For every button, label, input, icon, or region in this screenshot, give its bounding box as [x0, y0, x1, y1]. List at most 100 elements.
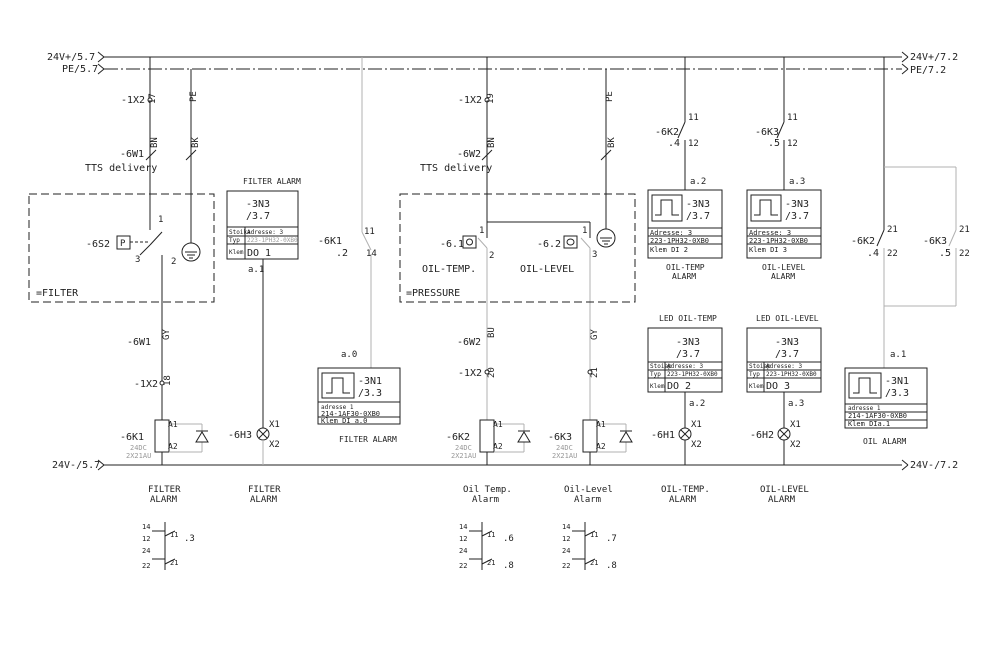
filter-cable-label: -6W1 — [120, 149, 144, 160]
filter-alarm-di-r3: Klem DI a.0 — [321, 417, 367, 425]
lamp-h3-icon — [256, 420, 270, 465]
coil-k2-spec1: 24DC — [455, 444, 472, 452]
contact-k2-right-n22: 22 — [887, 249, 898, 259]
filter-term-low-label: -1X2 — [134, 379, 158, 390]
lamp-h2-x1: X1 — [790, 420, 801, 430]
oiltemp-di-ref2: /3.7 — [686, 211, 710, 222]
filter-alarm-di-ref2: /3.3 — [358, 388, 382, 399]
contact-k2-top-n12: 12 — [688, 139, 699, 149]
filter-alarm-do-r3b: DO 1 — [247, 248, 271, 259]
pressure-cable-low-label: -6W2 — [457, 337, 481, 348]
xref-k3-n12: 12 — [562, 535, 570, 543]
pressure-terminal-label: -1X2 — [458, 95, 482, 106]
contact-k3-right-n21: 21 — [959, 225, 970, 235]
relay-coil-k2 — [479, 419, 531, 465]
coil-k3-a1: A1 — [596, 420, 606, 429]
coil-k2-label: -6K2 — [446, 432, 470, 443]
filter-terminal-label: -1X2 — [121, 95, 145, 106]
bottom-label-6b: ALARM — [768, 495, 796, 505]
pressure-bu-label: BU — [487, 327, 497, 338]
rail-pe-right-label: PE/7.2 — [910, 65, 946, 76]
oillevel-di-pin: a.3 — [789, 177, 805, 187]
pressure-term-low-label: -1X2 — [458, 368, 482, 379]
bottom-label-1b: ALARM — [150, 495, 178, 505]
pressure-cable-label: -6W2 — [457, 149, 481, 160]
filter-alarm-do-r1b: Adresse: 3 — [247, 229, 284, 236]
xref-k2-n14: 14 — [459, 523, 467, 531]
rail-24v-minus-right-label: 24V-/7.2 — [910, 460, 958, 471]
oiltemp-di-caption2: ALARM — [672, 272, 696, 281]
oiltemp-di-pin: a.2 — [690, 177, 706, 187]
filter-alarm-do-pin: a.1 — [248, 265, 264, 275]
oillevel-di-caption2: ALARM — [771, 272, 795, 281]
bottom-label-5a: OIL-TEMP. — [661, 485, 710, 495]
pressure-pe-label: PE — [605, 91, 615, 102]
xref-k2-n11: 11 — [487, 531, 495, 539]
oil-alarm-di-r1: adresse 1 — [848, 405, 881, 412]
filter-alarm-do-r1a: Stoika — [229, 229, 251, 236]
contact-k3-right-label: -6K3 — [923, 236, 947, 247]
led-level-r3b: DO 3 — [766, 381, 790, 392]
xref-k2-n22: 22 — [459, 562, 467, 570]
contact-k1 — [361, 57, 372, 368]
rail-24v-plus: 24V+/5.7 24V+/7.2 — [47, 51, 958, 63]
pressure-t21: 21 — [590, 367, 600, 378]
pressure-oil-level: OIL-LEVEL — [520, 264, 574, 275]
contact-k2-top — [677, 57, 686, 190]
pressure-bn-label: BN — [487, 137, 497, 148]
led-level-ref: -3N3 — [775, 337, 799, 348]
contact-k3-top-label: -6K3 — [755, 127, 779, 138]
filter-alarm-do-r3a: Klem — [229, 249, 244, 256]
coil-k3-spec2: 2X21AU — [552, 452, 577, 460]
oillevel-di-box — [746, 189, 822, 259]
led-temp-pin: a.2 — [689, 399, 705, 409]
oil-alarm-di-box — [844, 367, 928, 429]
lamp-h1-x1: X1 — [691, 420, 702, 430]
coil-k3-a2: A2 — [596, 442, 606, 451]
oillevel-di-caption1: OIL-LEVEL — [762, 263, 806, 272]
oiltemp-di-r1: Adresse: 3 — [650, 229, 692, 237]
oil-alarm-di-caption: OIL ALARM — [863, 437, 907, 446]
xref-k3-n24: 24 — [562, 547, 570, 555]
oiltemp-di-r2: 223-1PH32-0XB0 — [650, 237, 709, 245]
pressure-area-label: =PRESSURE — [406, 288, 460, 299]
contact-k1-label: -6K1 — [318, 236, 342, 247]
oil-alarm-di-ref: -3N1 — [885, 376, 909, 387]
filter-alarm-di-box — [317, 367, 401, 425]
led-temp-title: LED OIL-TEMP — [659, 314, 717, 323]
led-temp-ref2: /3.7 — [676, 349, 700, 360]
lamp-h1-x2: X2 — [691, 440, 702, 450]
xref-k2-n24: 24 — [459, 547, 467, 555]
led-level-r3a: Klem — [749, 383, 764, 390]
xref-k1-ref1: .3 — [184, 534, 195, 544]
relay-coil-k3 — [582, 419, 633, 465]
rail-24v-plus-left-label: 24V+/5.7 — [47, 52, 95, 63]
contact-k3-top-ref: .5 — [768, 138, 780, 149]
contact-k3-top-n12: 12 — [787, 139, 798, 149]
coil-k3-label: -6K3 — [548, 432, 572, 443]
filter-alarm-do-box — [226, 190, 299, 420]
lamp-h2-label: -6H2 — [750, 430, 774, 441]
rail-pe-left-label: PE/5.7 — [62, 64, 98, 75]
bottom-label-4a: Oil-Level — [564, 485, 613, 495]
xref-k3-n11: 11 — [590, 531, 598, 539]
pressure-bk-label: BK — [607, 137, 617, 148]
pressure-gy-label: GY — [590, 329, 600, 340]
oil-alarm-di-pin: a.1 — [890, 350, 906, 360]
bottom-label-2a: FILTER — [248, 485, 281, 495]
xref-k3-n21: 21 — [590, 559, 598, 567]
bottom-label-3a: Oil Temp. — [463, 485, 512, 495]
filter-cable-low-label: -6W1 — [127, 337, 151, 348]
lamp-h3-label: -6H3 — [228, 430, 252, 441]
pressure-n3: 3 — [592, 250, 597, 260]
xref-k3 — [572, 522, 596, 570]
xref-k3-n14: 14 — [562, 523, 570, 531]
filter-term-low-num: 18 — [163, 375, 173, 386]
rail-24v-minus-left-label: 24V-/5.7 — [52, 460, 100, 471]
led-temp-box — [647, 327, 723, 428]
led-level-r1a: Stoiep — [749, 363, 771, 370]
rail-24v-minus: 24V-/5.7 24V-/7.2 — [52, 459, 958, 471]
rail-pe: PE/5.7 PE/7.2 — [62, 63, 946, 76]
